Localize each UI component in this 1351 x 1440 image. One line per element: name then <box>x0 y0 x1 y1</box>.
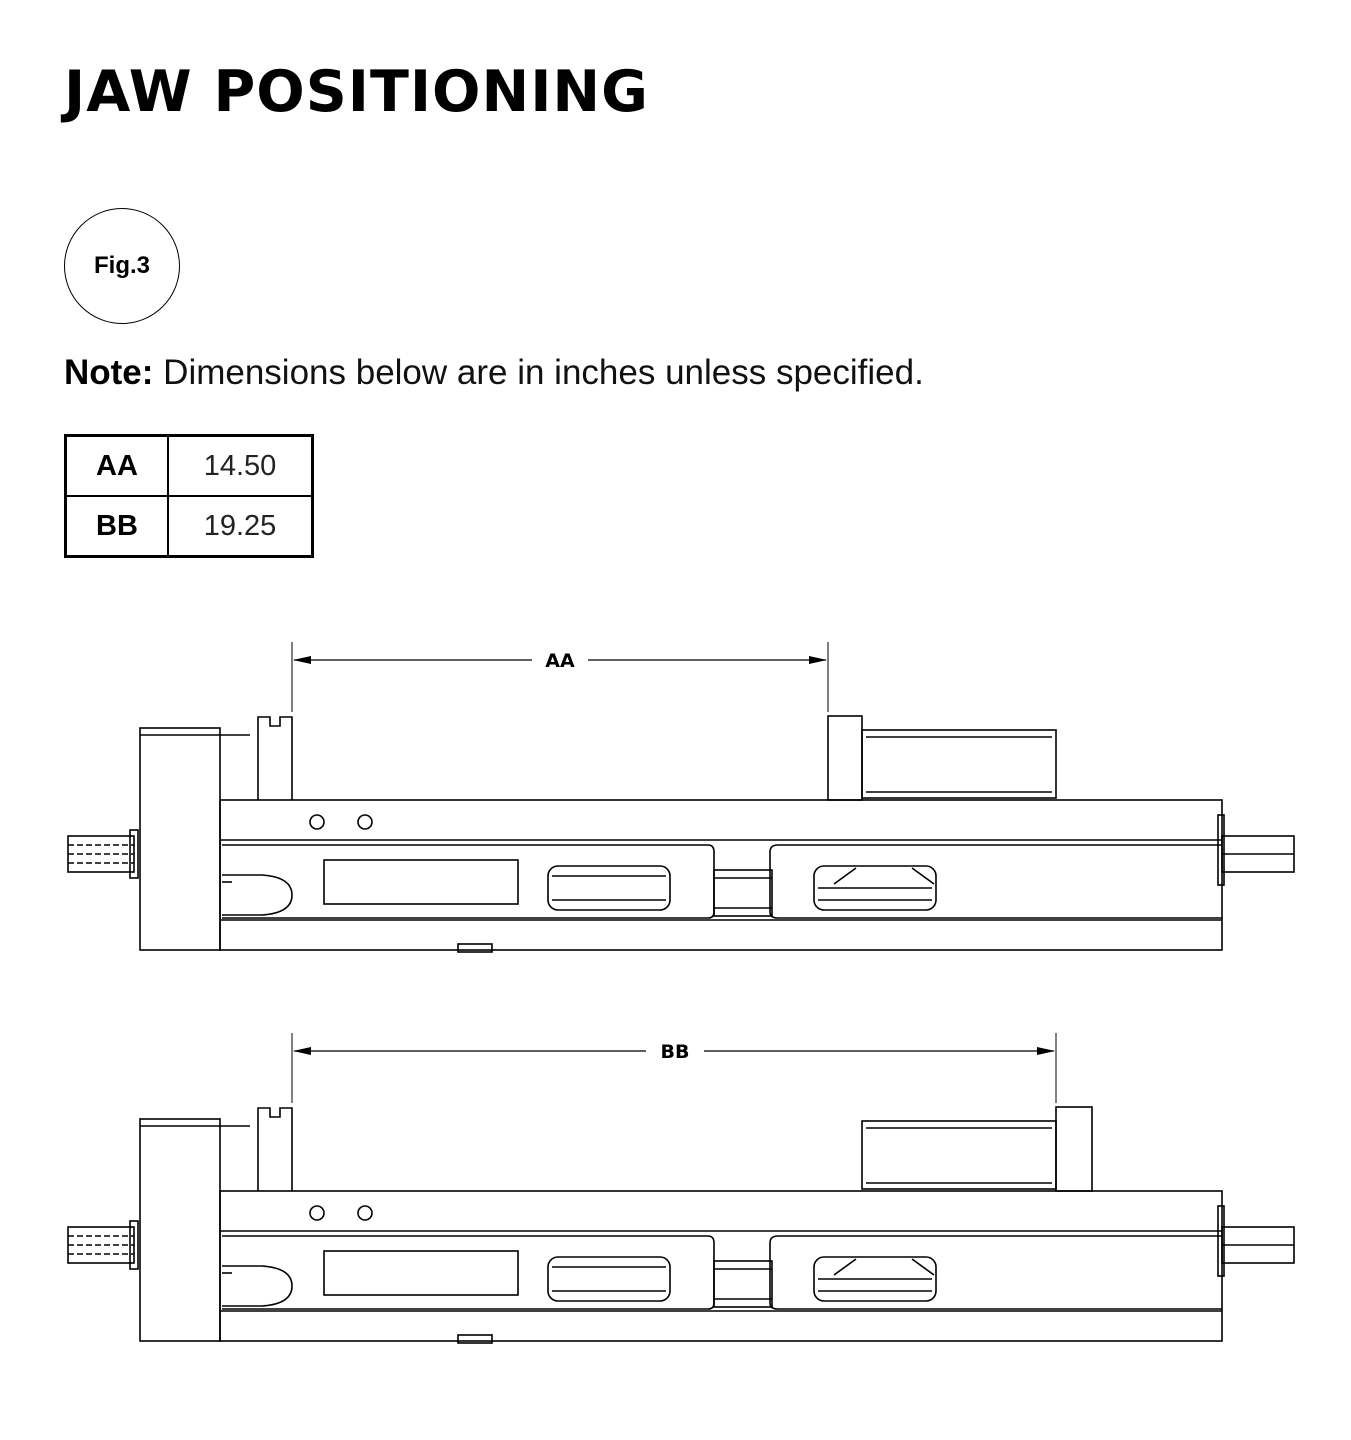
dimension-label-bb: BB <box>661 1041 690 1063</box>
dimension-value: 19.25 <box>167 495 314 558</box>
vise-drawing-aa: AA <box>67 642 1295 953</box>
table-row: BB 19.25 <box>64 495 314 558</box>
dimension-key: AA <box>64 434 169 497</box>
vise-drawings: AA BB <box>67 642 1295 1344</box>
note-label: Note: <box>64 353 154 392</box>
dimensions-table: AA 14.50 BB 19.25 <box>64 434 314 558</box>
note: Note: Dimensions below are in inches unl… <box>64 352 924 394</box>
dimension-label-aa: AA <box>545 650 575 672</box>
dimension-key: BB <box>64 495 169 558</box>
figure-label: Fig.3 <box>93 252 150 279</box>
table-row: AA 14.50 <box>64 434 314 497</box>
figure-badge: Fig.3 <box>64 208 180 324</box>
note-text: Dimensions below are in inches unless sp… <box>153 353 924 392</box>
page-title: JAW POSITIONING <box>64 59 649 125</box>
vise-drawing-bb: BB <box>67 1033 1295 1344</box>
dimension-value: 14.50 <box>167 434 314 497</box>
